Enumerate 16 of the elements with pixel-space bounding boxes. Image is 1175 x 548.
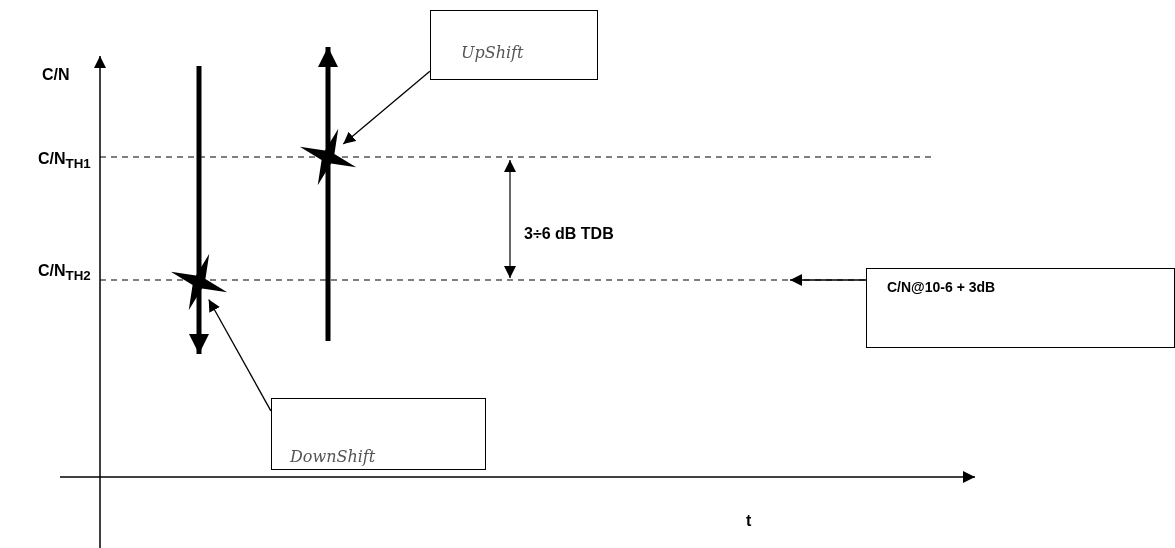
leader-line [208, 298, 272, 412]
threshold-label: C/N$_{TH2}$ [38, 262, 91, 284]
text-box [271, 398, 486, 470]
star-marker [298, 127, 358, 187]
text-box [430, 10, 598, 80]
axis-label: C/N [42, 66, 70, 84]
dimension-label: 3÷6 dB TDB [524, 225, 614, 243]
threshold-label: C/N$_{TH1}$ [38, 150, 91, 172]
axis-label: t [746, 512, 752, 530]
text-box [866, 268, 1175, 348]
box-label: UpShift [461, 43, 524, 62]
leader-line [789, 274, 867, 286]
box-label: C/N@10-6 + 3dB [887, 279, 996, 295]
leader-line [342, 70, 431, 145]
star-marker [169, 252, 229, 312]
box-label: DownShift [290, 447, 376, 466]
